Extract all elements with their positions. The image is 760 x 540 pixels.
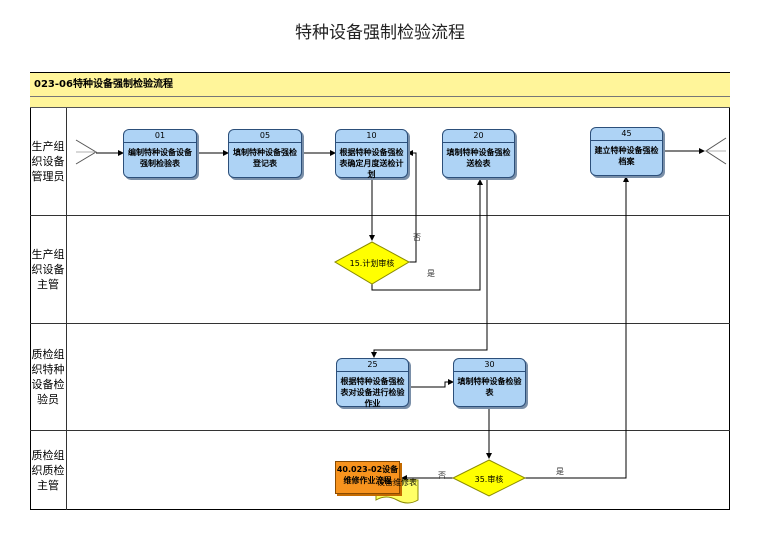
edge-label-no: 否 <box>413 233 421 242</box>
lane-label-qc-supervisor: 质检组织质检主管 <box>31 449 65 492</box>
step-number: 30 <box>454 359 525 372</box>
step-30: 30 填制特种设备检验表 <box>453 358 526 407</box>
lane-divider <box>30 215 730 216</box>
document-label: 设备维修表 <box>377 478 417 487</box>
step-number: 45 <box>591 128 662 141</box>
lane-label-column-divider <box>66 108 67 510</box>
edge-label-no: 否 <box>438 471 446 480</box>
decision-label-review: 35.审核 <box>474 475 504 484</box>
edge-label-yes: 是 <box>427 269 435 278</box>
decision-diamond-plan-review <box>333 241 411 285</box>
step-10: 10 根据特种设备强检表确定月度送检计划 <box>335 129 408 179</box>
step-text: 根据特种设备强检表对设备进行检验作业 <box>340 377 405 408</box>
step-number: 20 <box>443 130 514 143</box>
step-text: 填制特种设备检验表 <box>457 377 522 397</box>
step-number: 05 <box>229 130 301 143</box>
header-strip <box>30 97 730 108</box>
step-number: 10 <box>336 130 407 143</box>
decision-diamond-review <box>451 459 527 497</box>
external-process-box: 40.023-02设备维修作业流程 <box>335 461 400 494</box>
lane-divider <box>30 323 730 324</box>
step-45: 45 建立特种设备强检档案 <box>590 127 663 176</box>
lane-divider <box>30 430 730 431</box>
step-text: 编制特种设备设备强制检验表 <box>128 148 192 168</box>
step-number: 01 <box>124 130 196 143</box>
step-text: 填制特种设备强检登记表 <box>233 148 297 168</box>
step-number: 25 <box>337 359 408 372</box>
lane-label-production-admin: 生产组织设备管理员 <box>31 140 65 183</box>
decision-label-plan-review: 15.计划审核 <box>349 259 395 268</box>
step-05: 05 填制特种设备强检登记表 <box>228 129 302 178</box>
flowchart-frame <box>30 72 730 510</box>
step-25: 25 根据特种设备强检表对设备进行检验作业 <box>336 358 409 408</box>
page-title: 特种设备强制检验流程 <box>295 23 465 43</box>
lane-label-production-supervisor: 生产组织设备主管 <box>31 248 65 291</box>
step-text: 建立特种设备强检档案 <box>594 146 659 166</box>
step-01: 01 编制特种设备设备强制检验表 <box>123 129 197 178</box>
edge-label-yes: 是 <box>556 467 564 476</box>
lane-label-inspector: 质检组织特种设备检验员 <box>31 348 65 406</box>
flowchart-header: 023-06特种设备强制检验流程 <box>30 73 730 97</box>
step-20: 20 填制特种设备强检送检表 <box>442 129 515 178</box>
step-text: 根据特种设备强检表确定月度送检计划 <box>339 148 404 179</box>
step-text: 填制特种设备强检送检表 <box>446 148 511 168</box>
